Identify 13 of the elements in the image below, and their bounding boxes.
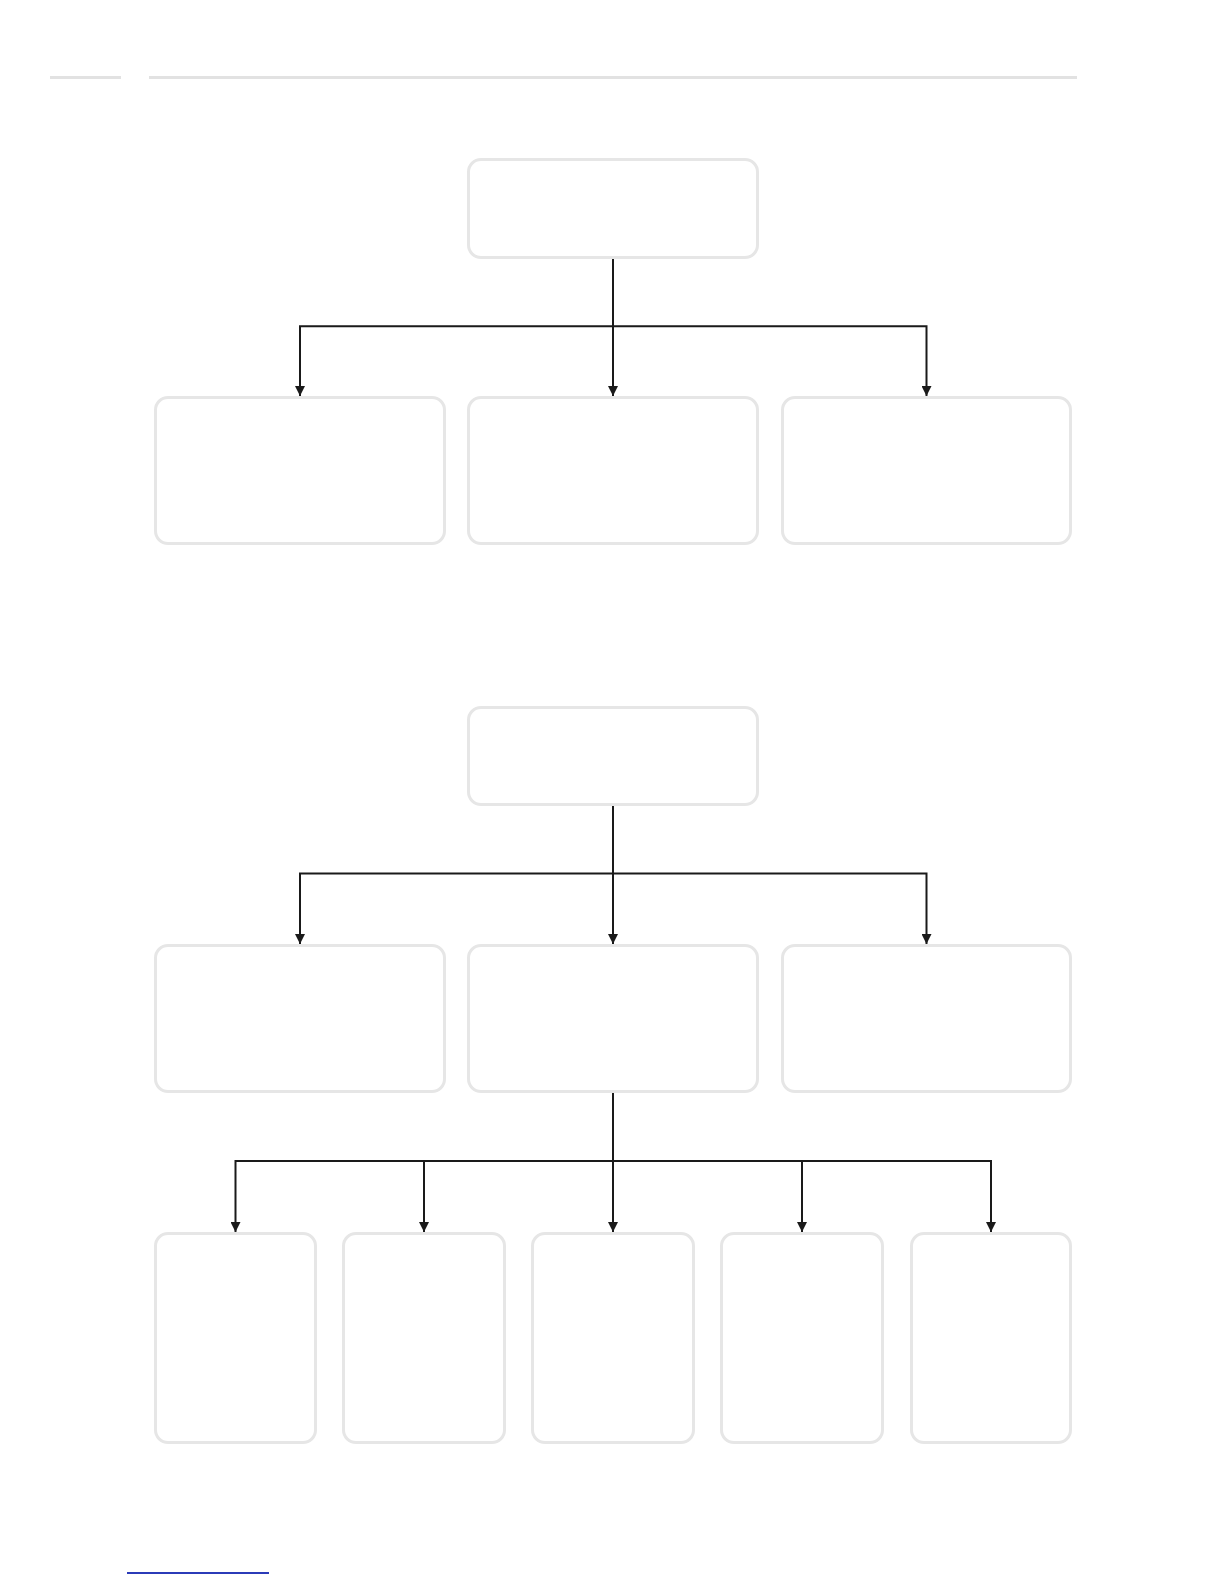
empty-box — [720, 1232, 884, 1444]
empty-box — [467, 158, 759, 259]
empty-box — [781, 944, 1072, 1093]
empty-box — [467, 944, 759, 1093]
empty-box — [154, 396, 446, 545]
empty-box — [467, 706, 759, 806]
empty-box — [781, 396, 1072, 545]
empty-box — [467, 396, 759, 545]
empty-box — [342, 1232, 506, 1444]
empty-box — [154, 944, 446, 1093]
empty-box — [531, 1232, 695, 1444]
empty-box — [154, 1232, 317, 1444]
empty-box — [910, 1232, 1072, 1444]
